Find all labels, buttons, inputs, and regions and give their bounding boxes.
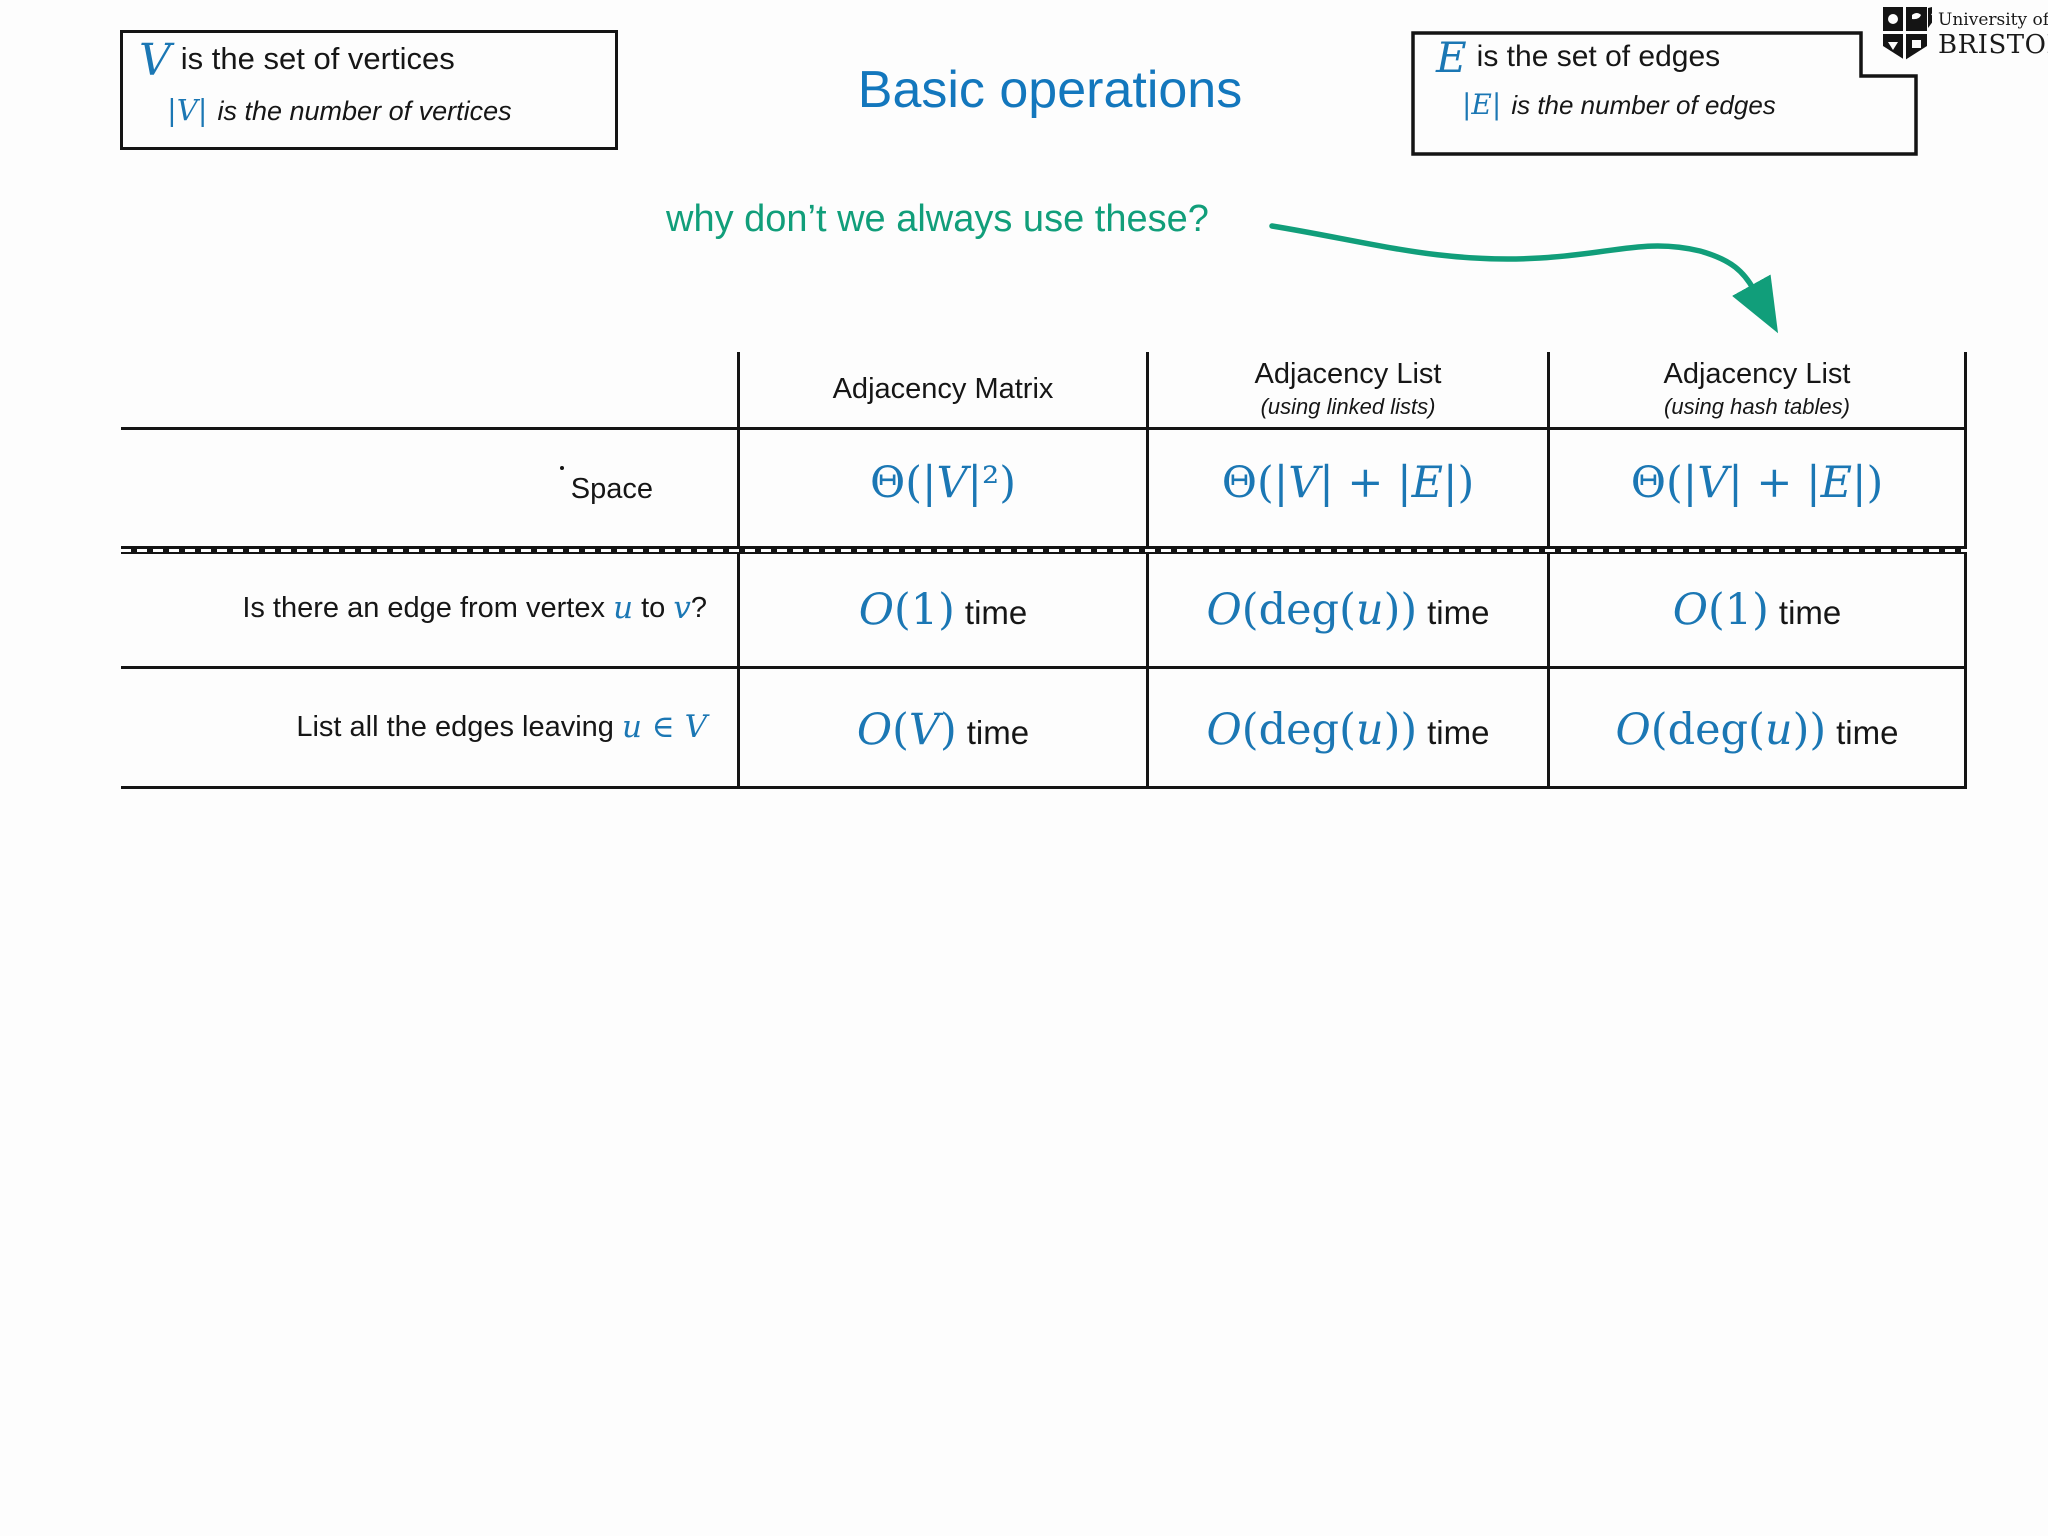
cell-space-list-linked: Θ(|V| + |E|) [1149, 458, 1547, 508]
table-hline-2 [121, 666, 1967, 669]
page-title: Basic operations [857, 61, 1243, 119]
university-logo-text: University of BRISTOL [1938, 10, 2048, 60]
cell-space-list-hash: Θ(|V| + |E|) [1550, 458, 1964, 508]
row-label-text: Space [570, 472, 653, 505]
row-label-list-edges: List all the edges leaving u ∈ V [121, 670, 737, 784]
cell-space-matrix: Θ(|V|²) [740, 458, 1146, 508]
math-symbol-e-cardinality: |E| [1462, 88, 1502, 121]
row-label-text: Is there an edge from vertex [242, 591, 605, 624]
row-label-text: List all the edges leaving [296, 710, 614, 743]
cell-formula: O(1) [1672, 585, 1769, 635]
logo-line-university-of: University of [1938, 10, 2048, 30]
table-hline-bottom [121, 786, 1967, 789]
stray-dot [560, 466, 564, 470]
cell-query-list-linked: O(deg(u))time [1149, 585, 1547, 635]
col-header-title: Adjacency List [1663, 358, 1851, 390]
table-vline-3 [1547, 352, 1550, 789]
cell-formula: Θ(|V| + |E|) [1221, 458, 1475, 508]
row-label-text: ? [690, 591, 707, 624]
cell-formula: O(deg(u)) [1206, 585, 1418, 635]
cell-formula: Θ(|V|²) [869, 458, 1017, 508]
edges-count-text: is the number of edges [1511, 90, 1776, 120]
math-var-u: u [613, 590, 634, 626]
cell-formula: O(V) [856, 705, 957, 755]
cell-formula: O(1) [858, 585, 955, 635]
time-suffix: time [1427, 594, 1490, 631]
math-symbol-v: V [139, 35, 171, 86]
time-suffix: time [1778, 594, 1842, 631]
cell-formula: Θ(|V| + |E|) [1630, 458, 1884, 508]
annotation-question: why don’t we always use these? [666, 198, 1209, 240]
edges-legend-box-border [1411, 31, 1918, 156]
col-header-title: Adjacency List [1254, 358, 1442, 390]
cell-list-list-linked: O(deg(u))time [1149, 705, 1547, 755]
table-vline-right [1964, 352, 1967, 789]
time-suffix: time [966, 714, 1030, 751]
col-header-subtitle: (using hash tables) [1664, 394, 1850, 419]
vertices-definition-text: is the set of vertices [180, 41, 455, 76]
cell-query-matrix: O(1)time [740, 585, 1146, 635]
row-label-text: to [641, 591, 666, 624]
col-header-adjacency-list-linked: Adjacency List (using linked lists) [1149, 352, 1547, 426]
math-symbol-e: E [1436, 33, 1467, 82]
cell-list-list-hash: O(deg(u))time [1550, 705, 1964, 755]
math-var-v: v [673, 590, 691, 626]
table-hline-header [121, 427, 1967, 430]
vertices-count-definition: |V| is the number of vertices [167, 93, 512, 127]
university-logo [1882, 6, 1937, 67]
edges-definition-text: is the set of edges [1476, 40, 1721, 73]
table-vline-2 [1146, 352, 1149, 789]
cell-list-matrix: O(V)time [740, 705, 1146, 755]
math-expr-u-in-v: u ∈ V [621, 709, 707, 745]
time-suffix: time [964, 594, 1028, 631]
row-label-space: Space [121, 430, 737, 548]
cell-formula: O(deg(u)) [1206, 705, 1418, 755]
cell-formula: O(deg(u)) [1615, 705, 1827, 755]
math-symbol-v-cardinality: |V| [167, 93, 208, 127]
table-dashed-separator [121, 546, 1967, 554]
vertices-count-text: is the number of vertices [217, 96, 512, 126]
col-header-adjacency-matrix: Adjacency Matrix [740, 352, 1146, 426]
edges-count-definition: |E| is the number of edges [1462, 88, 1776, 121]
col-header-title: Adjacency Matrix [832, 372, 1054, 405]
col-header-subtitle: (using linked lists) [1260, 394, 1436, 419]
cell-query-list-hash: O(1)time [1550, 585, 1964, 635]
col-header-adjacency-list-hash: Adjacency List (using hash tables) [1550, 352, 1964, 426]
logo-line-bristol: BRISTOL [1938, 30, 2048, 60]
time-suffix: time [1836, 714, 1899, 751]
table-vline-1 [737, 352, 740, 789]
time-suffix: time [1427, 714, 1490, 751]
row-label-edge-query: Is there an edge from vertex u to v? [121, 552, 737, 664]
bristol-crest-icon [1883, 6, 1937, 60]
